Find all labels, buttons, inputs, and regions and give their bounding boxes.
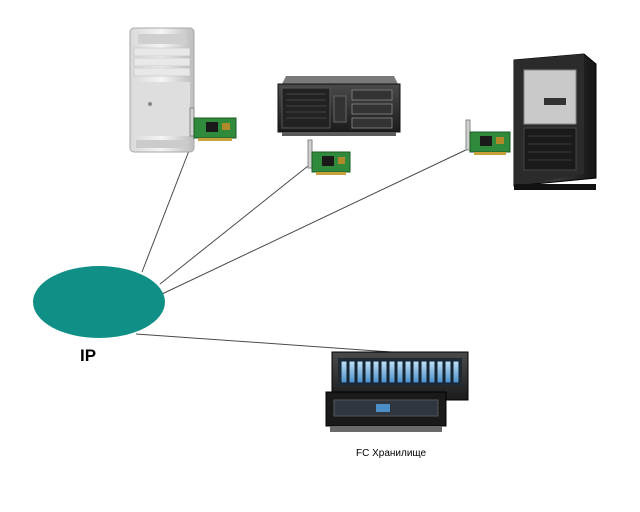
drive-bay — [436, 360, 444, 384]
link-to-fc-storage — [135, 333, 421, 355]
ip-network-label: IP — [80, 346, 97, 365]
drive-bay — [356, 360, 364, 384]
fc-hba-card-icon-3 — [465, 119, 511, 155]
fc-storage-label: FC Хранилище — [356, 448, 427, 459]
fc-storage-array-icon — [325, 351, 469, 432]
drive-bay — [364, 360, 372, 384]
tower-server-icon — [513, 53, 597, 190]
link-to-rack-server — [159, 161, 314, 285]
drive-bay — [388, 360, 396, 384]
drive-bay — [396, 360, 404, 384]
drive-bay — [428, 360, 436, 384]
link-to-mac-pro — [141, 129, 198, 273]
drive-bay — [452, 360, 460, 384]
drive-bay — [372, 360, 380, 384]
drive-bay — [444, 360, 452, 384]
ip-network-cloud — [33, 266, 165, 338]
fc-hba-card-icon-2 — [307, 139, 351, 175]
rack-server-icon — [277, 76, 401, 136]
drive-bay — [404, 360, 412, 384]
mac-pro-server-icon — [129, 27, 195, 153]
link-to-tower-server — [161, 147, 471, 295]
fc-hba-card-icon — [189, 107, 237, 141]
connection-lines — [135, 129, 471, 355]
drive-bay — [420, 360, 428, 384]
drive-bay — [412, 360, 420, 384]
drive-bay — [340, 360, 348, 384]
drive-bay — [380, 360, 388, 384]
drive-bay — [348, 360, 356, 384]
